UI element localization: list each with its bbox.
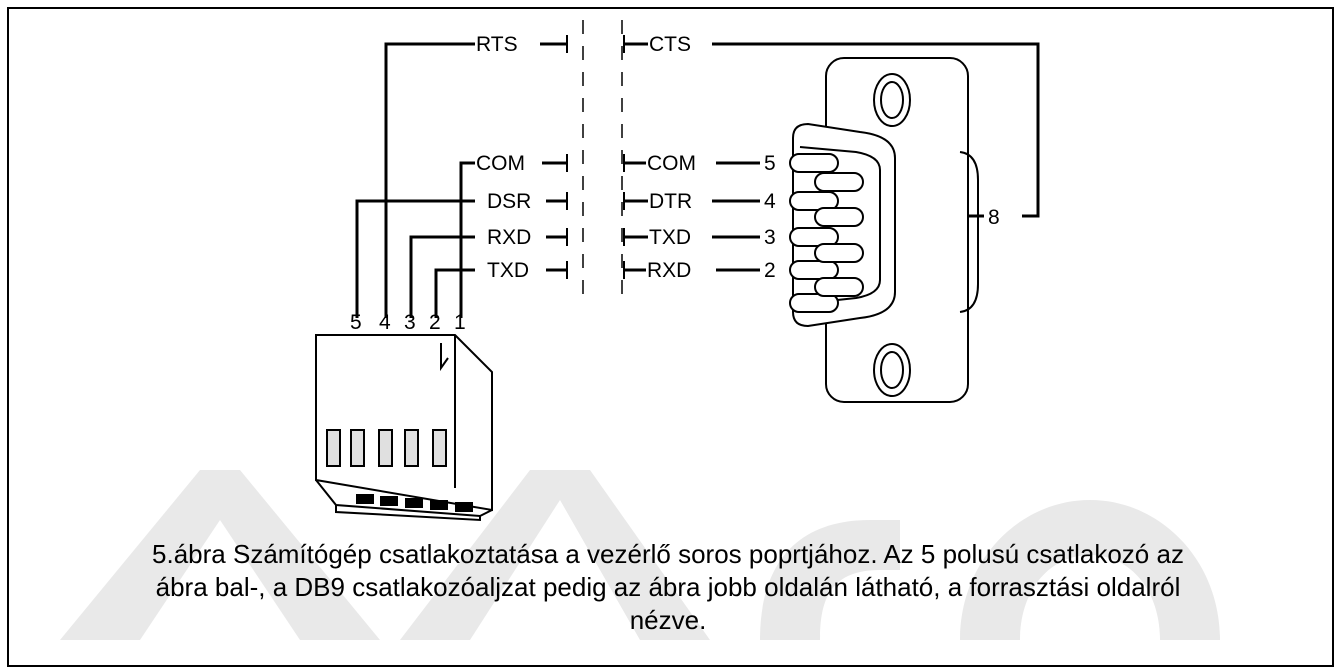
- db9-pin-2: 2: [764, 259, 776, 282]
- label-cts: CTS: [649, 33, 691, 56]
- label-left-com: COM: [476, 152, 525, 175]
- wiring-diagram: RTS COM DSR RXD TXD CTS COM DTR TXD RXD …: [60, 20, 1220, 640]
- label-left-txd: TXD: [487, 259, 529, 282]
- caption-line-3: nézve.: [629, 605, 707, 635]
- left-wires: [355, 42, 567, 318]
- label-left-rxd: RXD: [487, 226, 531, 249]
- label-rts: RTS: [476, 33, 518, 56]
- label-dsr: DSR: [487, 190, 531, 213]
- label-dtr: DTR: [649, 190, 692, 213]
- figure-caption: 5.ábra Számítógép csatlakoztatása a vezé…: [20, 538, 1316, 637]
- separation-lines: [582, 20, 623, 295]
- rj-pin-2: 2: [429, 311, 441, 334]
- label-right-rxd: RXD: [647, 259, 691, 282]
- db9-pin-5: 5: [764, 152, 776, 175]
- db9-pin-8: 8: [988, 206, 1000, 229]
- label-right-txd: TXD: [649, 226, 691, 249]
- db9-connector: [789, 57, 979, 403]
- db9-pin-4: 4: [764, 190, 776, 213]
- watermark: [60, 470, 1220, 640]
- label-right-com: COM: [647, 152, 696, 175]
- caption-line-1: 5.ábra Számítógép csatlakoztatása a vezé…: [152, 539, 1184, 569]
- rj-pin-3: 3: [404, 311, 416, 334]
- rj-pin-1: 1: [454, 311, 466, 334]
- rj-pin-5: 5: [350, 311, 362, 334]
- db9-pin-3: 3: [764, 226, 776, 249]
- caption-line-2: ábra bal-, a DB9 csatlakozóaljzat pedig …: [155, 572, 1181, 602]
- five-pin-connector: [315, 334, 493, 522]
- rj-pin-4: 4: [379, 311, 391, 334]
